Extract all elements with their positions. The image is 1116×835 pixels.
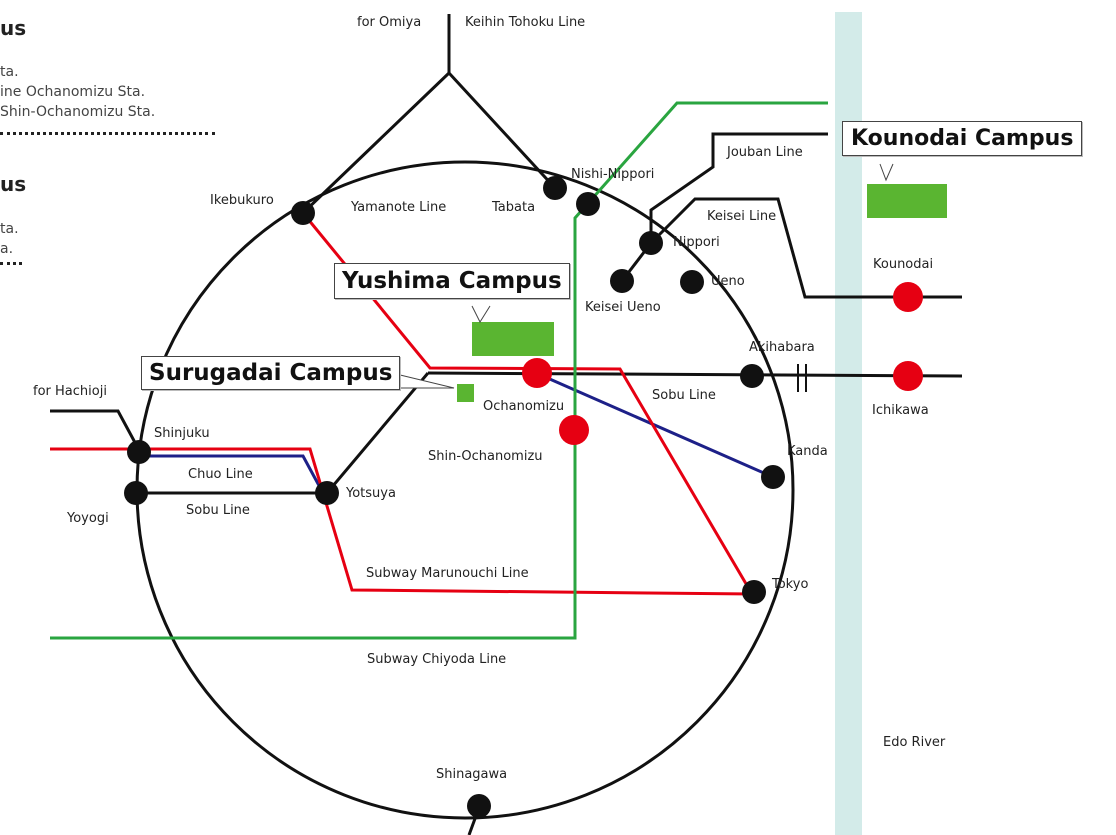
label-ichikawa: Ichikawa (872, 403, 929, 418)
kounodai-campus-marker (867, 184, 947, 218)
station-kanda[interactable] (761, 465, 785, 489)
label-akihabara: Akihabara (749, 340, 815, 355)
station-ueno[interactable] (680, 270, 704, 294)
station-keisei-ueno[interactable] (610, 269, 634, 293)
label-shinagawa: Shinagawa (436, 767, 507, 782)
label-marunouchi-line: Subway Marunouchi Line (366, 566, 529, 581)
subway-stations (522, 282, 923, 445)
label-kounodai: Kounodai (873, 257, 933, 272)
label-for-omiya: for Omiya (357, 15, 421, 30)
legend-title-2: us (0, 172, 27, 196)
chuo-hachioji-line (50, 409, 141, 451)
label-sobu-line: Sobu Line (652, 388, 716, 403)
label-chiyoda-line: Subway Chiyoda Line (367, 652, 506, 667)
station-shinagawa[interactable] (467, 794, 491, 818)
station-shinjuku[interactable] (127, 440, 151, 464)
label-tabata: Tabata (491, 200, 535, 215)
station-ichikawa[interactable] (893, 361, 923, 391)
yamanote-line-loop (135, 160, 795, 820)
legend-line: Shin-Ochanomizu Sta. (0, 104, 156, 120)
kounodai-campus-label[interactable]: Kounodai Campus (842, 121, 1083, 156)
label-shin-ochanomizu: Shin-Ochanomizu (428, 449, 543, 464)
label-for-hachioji: for Hachioji (33, 384, 107, 399)
station-tokyo[interactable] (742, 580, 766, 604)
station-nippori[interactable] (639, 231, 663, 255)
station-yotsuya[interactable] (315, 481, 339, 505)
label-kanda: Kanda (787, 444, 828, 459)
river-crossing-mark (797, 364, 807, 392)
label-ikebukuro: Ikebukuro (210, 193, 274, 208)
label-sobu-line-west: Sobu Line (186, 503, 250, 518)
legend-line: a. (0, 241, 14, 257)
keihin-tohoku-line (301, 14, 557, 215)
label-shinjuku: Shinjuku (154, 426, 210, 441)
station-nishi-nippori[interactable] (576, 192, 600, 216)
jr-stations (124, 176, 785, 818)
sobu-line (427, 371, 963, 378)
yushima-campus-marker (472, 322, 554, 356)
label-tokyo: Tokyo (771, 577, 808, 592)
station-ikebukuro[interactable] (291, 201, 315, 225)
legend-line: ta. (0, 221, 19, 237)
station-shin-ochanomizu[interactable] (559, 415, 589, 445)
surugadai-callout-pointer (395, 373, 455, 389)
label-keihin-tohoku: Keihin Tohoku Line (465, 15, 585, 30)
keisei-line (649, 197, 962, 299)
label-yotsuya: Yotsuya (345, 486, 396, 501)
label-yamanote-line: Yamanote Line (350, 200, 446, 215)
station-yoyogi[interactable] (124, 481, 148, 505)
station-ochanomizu[interactable] (522, 358, 552, 388)
label-edo-river: Edo River (883, 735, 946, 750)
legend-line: ta. (0, 64, 19, 80)
station-kounodai[interactable] (893, 282, 923, 312)
yushima-callout-pointer (471, 305, 491, 324)
surugadai-campus-label[interactable]: Surugadai Campus (141, 356, 401, 390)
legend-divider (0, 132, 215, 135)
chiyoda-line (50, 101, 828, 640)
label-nippori: Nippori (673, 235, 720, 250)
label-nishi-nippori: Nishi-Nippori (571, 167, 654, 182)
label-ochanomizu: Ochanomizu (483, 399, 564, 414)
label-keisei-line: Keisei Line (707, 209, 776, 224)
label-yoyogi: Yoyogi (66, 511, 109, 526)
kounodai-callout-pointer (879, 163, 894, 182)
jouban-line (649, 132, 828, 243)
legend-title-1: us (0, 16, 27, 40)
legend-line: ine Ochanomizu Sta. (0, 84, 146, 100)
surugadai-campus-marker (457, 384, 474, 402)
label-keisei-ueno: Keisei Ueno (585, 300, 661, 315)
station-akihabara[interactable] (740, 364, 764, 388)
label-ueno: Ueno (711, 274, 745, 289)
label-jouban-line: Jouban Line (726, 145, 803, 160)
yushima-campus-label[interactable]: Yushima Campus (334, 263, 570, 299)
label-chuo-line: Chuo Line (188, 467, 253, 482)
legend-divider (0, 262, 22, 265)
station-tabata[interactable] (543, 176, 567, 200)
